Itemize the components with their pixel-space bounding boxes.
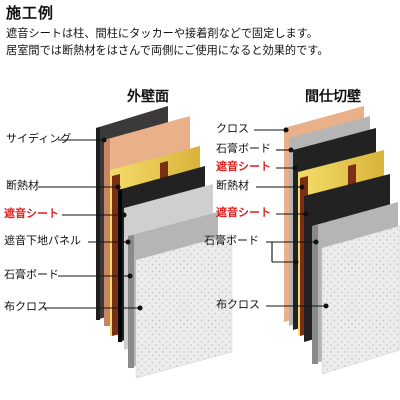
- label-siding: サイディング: [6, 132, 72, 145]
- label-gypsum-board-back: 石膏ボード: [216, 142, 271, 155]
- label-sound-sheet: 遮音シート: [4, 207, 59, 220]
- label-cloth: 布クロス: [4, 300, 48, 313]
- label-cloth: 布クロス: [216, 298, 260, 311]
- label-insulation: 断熱材: [216, 179, 249, 192]
- description-line-1: 遮音シートは柱、間柱にタッカーや接着剤などで固定します。: [6, 27, 318, 40]
- label-cross: クロス: [216, 122, 249, 135]
- exterior-wall-diagram: [38, 106, 233, 379]
- label-sound-sheet-back: 遮音シート: [216, 160, 271, 173]
- label-sound-base-panel: 遮音下地パネル: [4, 234, 81, 247]
- label-insulation: 断熱材: [6, 179, 39, 192]
- description-line-2: 居室間では断熱材をはさんで両側にご使用になると効果的です。: [6, 44, 329, 57]
- page-title: 施工例: [6, 4, 55, 22]
- cloth-layer: [135, 233, 233, 379]
- label-gypsum-board: 石膏ボード: [4, 268, 59, 281]
- exterior-wall-heading: 外壁面: [127, 89, 169, 105]
- cloth-front-layer: [321, 225, 400, 375]
- partition-wall-diagram: [254, 106, 400, 375]
- label-sound-sheet-front: 遮音シート: [216, 206, 271, 219]
- label-gypsum-board-front: 石膏ボード: [204, 234, 259, 247]
- partition-wall-heading: 間仕切壁: [305, 89, 361, 105]
